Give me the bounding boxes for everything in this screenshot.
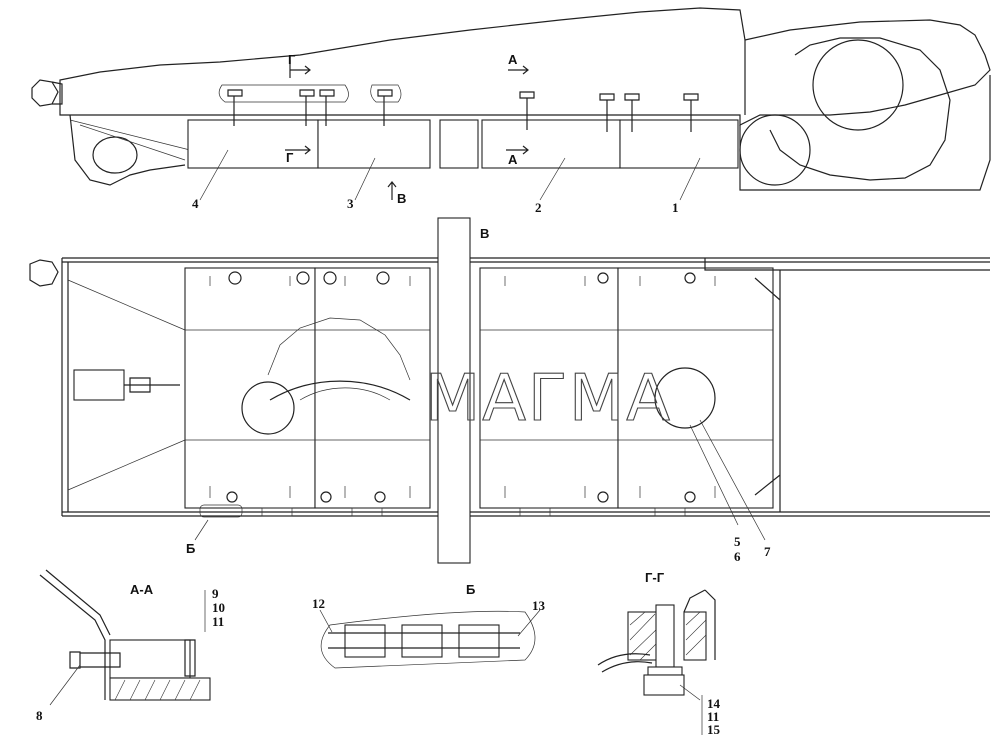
callout-14: 14	[707, 696, 721, 711]
gg-bolt	[655, 604, 675, 668]
detail-circle-left	[241, 381, 295, 435]
hook-mount	[73, 369, 125, 401]
plan-box-2	[479, 267, 619, 509]
watermark-logo: МАГМА	[267, 317, 672, 437]
frame-rails	[62, 257, 990, 517]
callout-11: 11	[212, 614, 224, 629]
section-b-mark: Б	[186, 541, 195, 556]
title-aa: А-А	[130, 582, 154, 597]
bolt-circles	[226, 271, 696, 503]
section-g-top: Г	[288, 52, 296, 67]
section-a-bottom: А	[508, 152, 518, 167]
callout-7: 7	[764, 544, 771, 559]
center-bracket	[439, 119, 479, 169]
detail-circle-7	[654, 367, 716, 429]
hinge-plate	[769, 37, 951, 181]
b-block-3	[458, 624, 500, 658]
callout-13: 13	[532, 598, 546, 613]
front-bracket	[69, 114, 186, 186]
callout-11b: 11	[707, 709, 719, 724]
box-1	[619, 119, 739, 169]
title-gg: Г-Г	[645, 570, 665, 585]
section-a-top: А	[508, 52, 518, 67]
detail-gg: Г-Г 14 11 15	[597, 570, 721, 737]
box-3	[317, 119, 431, 169]
callout-8: 8	[36, 708, 43, 723]
callout-10: 10	[212, 600, 225, 615]
callout-9: 9	[212, 586, 219, 601]
box-4	[187, 119, 319, 169]
callout-4: 4	[192, 196, 199, 211]
section-g-bottom: Г	[286, 150, 294, 165]
callout-6: 6	[734, 549, 741, 564]
bottom-clamps	[199, 504, 686, 518]
cross-member	[437, 217, 471, 564]
callout-5: 5	[734, 534, 741, 549]
title-b: Б	[466, 582, 475, 597]
plan-view: В 5 6 7 Б	[29, 217, 990, 564]
plan-box-1	[617, 267, 774, 509]
frame-outline	[59, 7, 991, 126]
hinge-lower	[739, 114, 811, 186]
callout-15: 15	[707, 722, 721, 737]
side-view: 4 3 2 1 Г Г А А В	[31, 7, 991, 215]
callout-3: 3	[347, 196, 354, 211]
aa-clamp	[109, 639, 191, 679]
view-label-v: В	[480, 226, 489, 241]
callout-1: 1	[672, 200, 679, 215]
plan-box-3	[314, 267, 431, 509]
aa-panel	[39, 569, 111, 700]
b-block-2	[401, 624, 443, 658]
hinge-circle	[812, 39, 904, 131]
detail-b: Б 12 13	[312, 582, 546, 669]
tow-hook-plan	[29, 259, 59, 287]
tow-hook	[31, 79, 59, 107]
callout-2: 2	[535, 200, 542, 215]
callout-12: 12	[312, 596, 325, 611]
watermark-text: МАГМА	[425, 362, 672, 436]
box-2	[481, 119, 621, 169]
b-block-1	[344, 624, 386, 658]
top-bolts	[218, 84, 699, 132]
view-arrow-v: В	[397, 191, 406, 206]
detail-aa: А-А 9 10 11 8	[36, 569, 225, 723]
frame-lower-edge	[739, 75, 991, 191]
